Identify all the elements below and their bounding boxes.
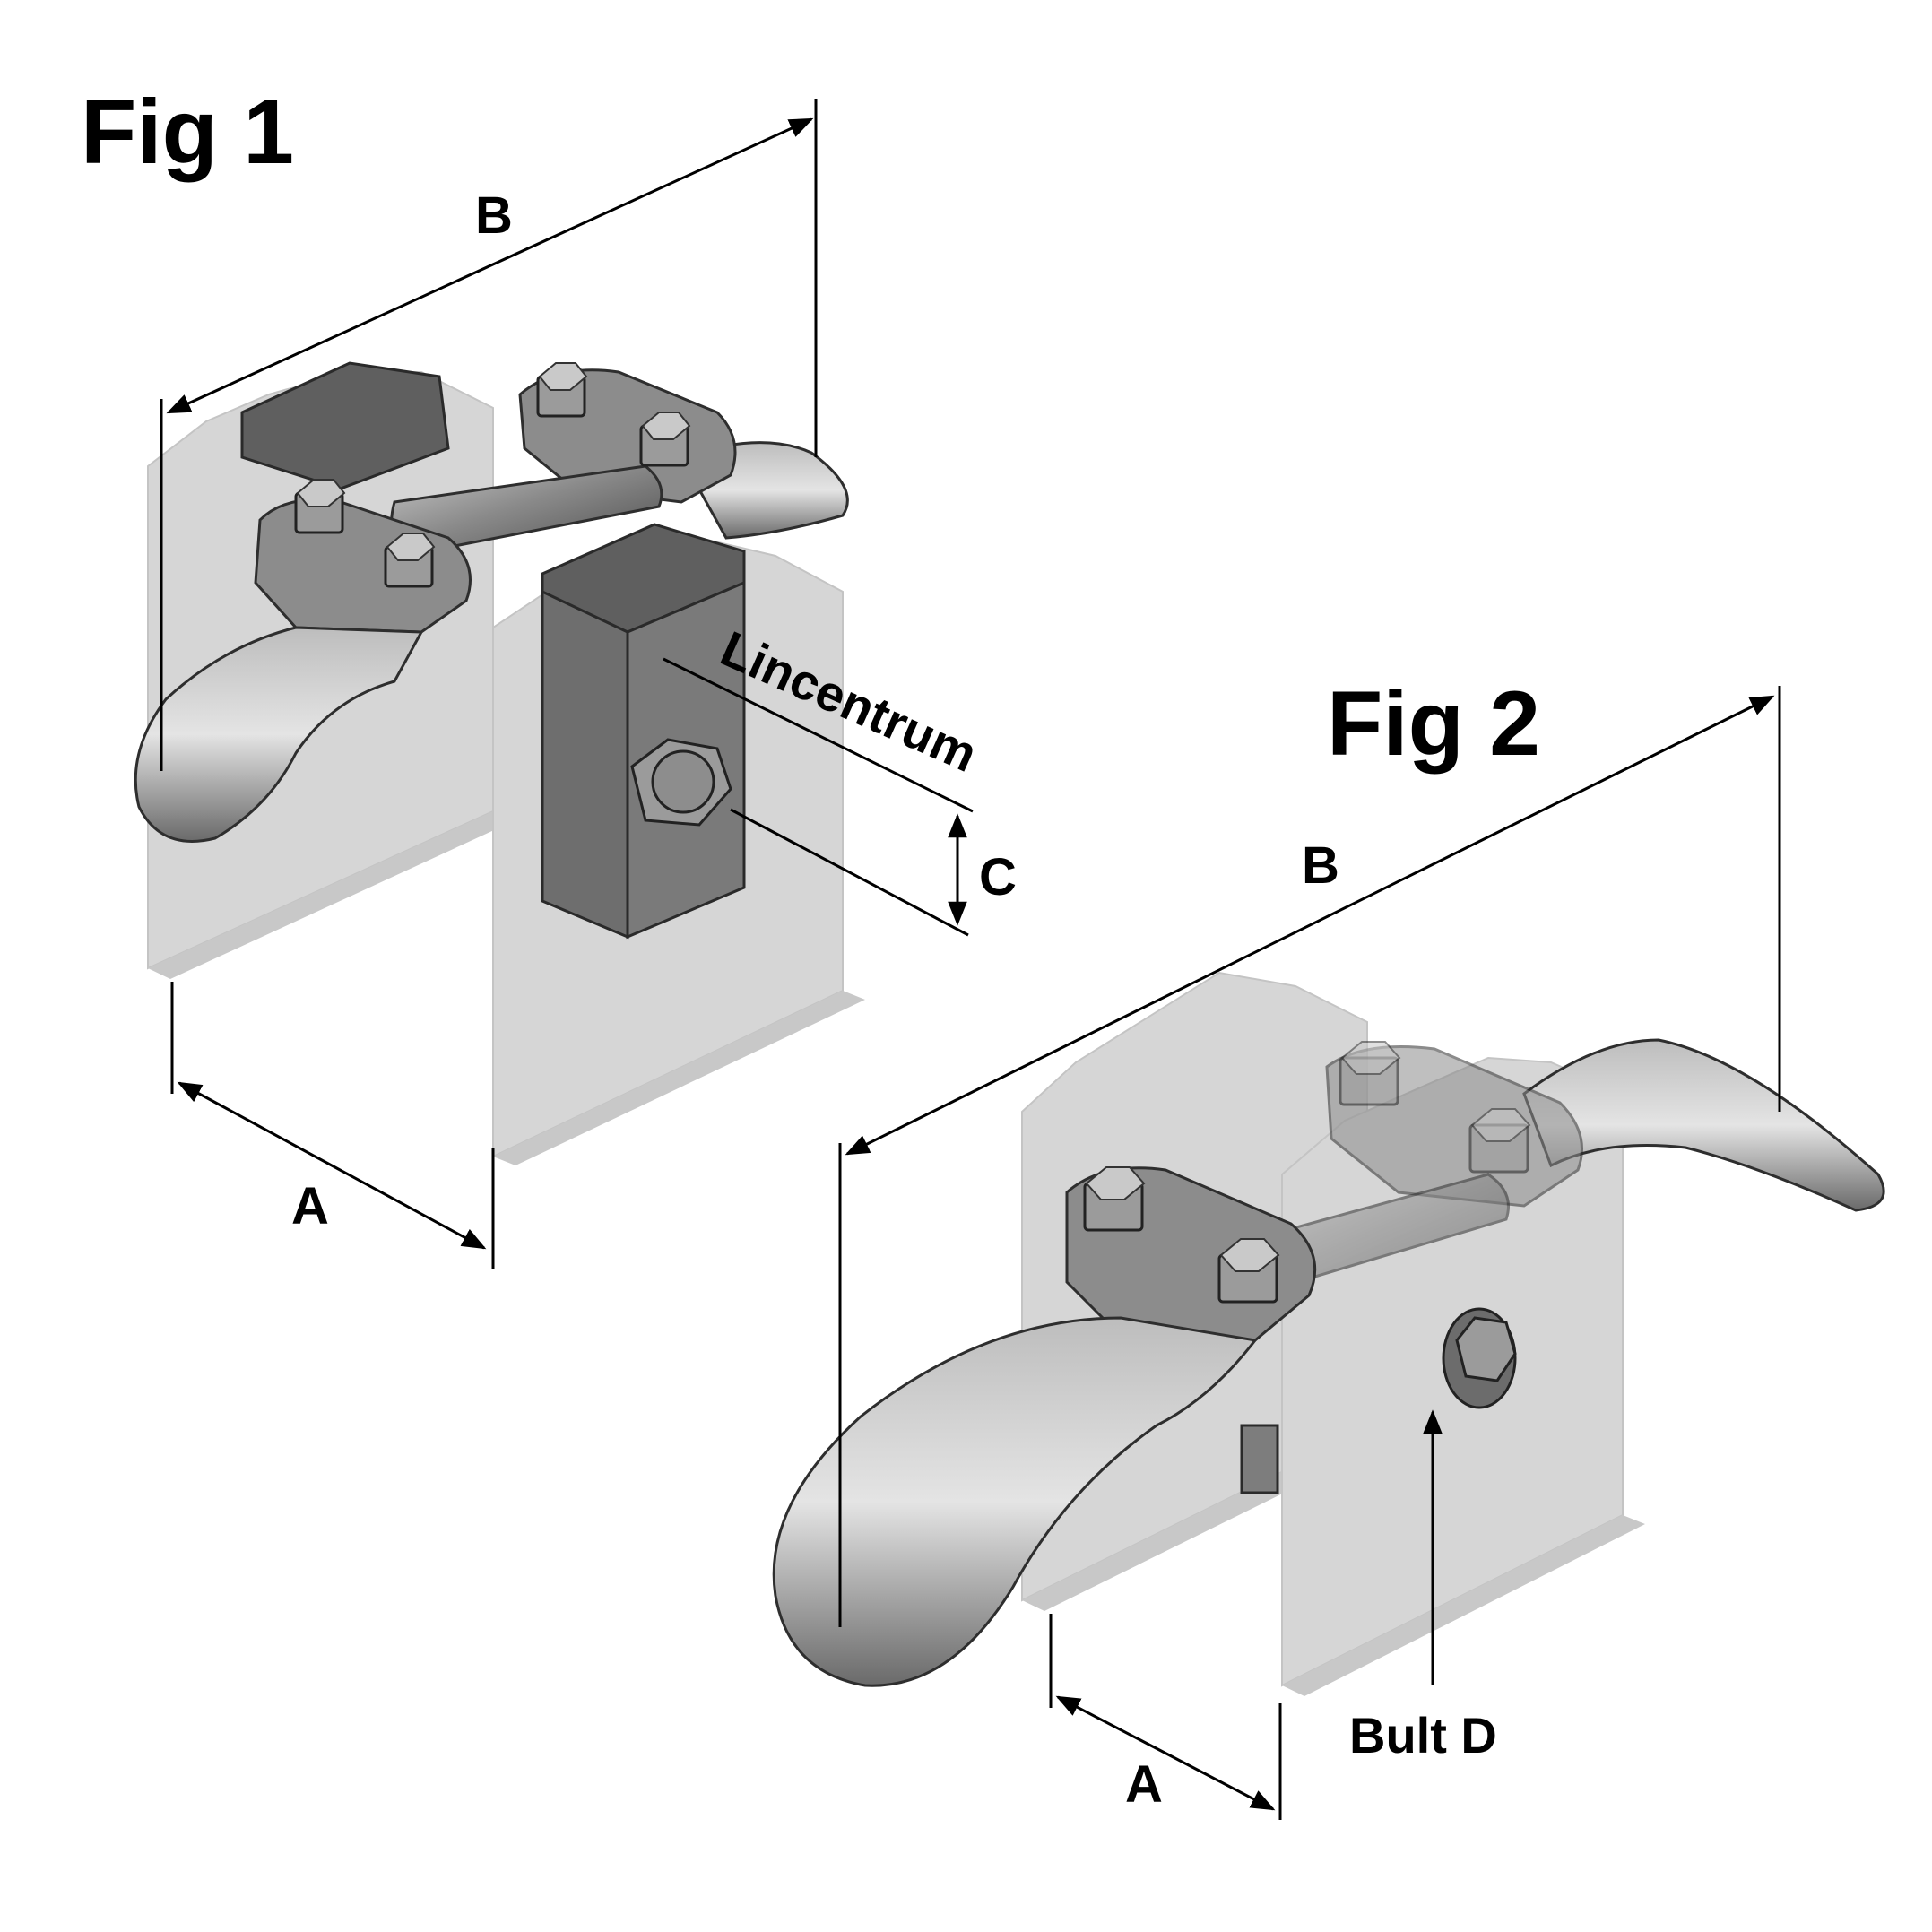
- figure-1-nut: [536, 362, 588, 418]
- figure-2-label-b: B: [1302, 836, 1339, 895]
- figure-1-nut: [639, 412, 691, 467]
- figure-1-nut: [294, 479, 346, 534]
- figure-2-left-horn: [772, 1316, 1258, 1687]
- figure-1: Fig 1: [81, 81, 1017, 1269]
- figure-2-nut: [1217, 1238, 1280, 1304]
- figure-2-nut: [1468, 1108, 1531, 1174]
- figure-1-nut: [384, 533, 436, 588]
- figure-2-nut: [1083, 1166, 1146, 1232]
- figure-1-left-horn: [134, 626, 424, 843]
- figure-2-bolt-d-callout: Bult D: [1349, 1409, 1497, 1763]
- figure-1-dimension-b: B: [160, 99, 818, 771]
- figure-2-title: Fig 2: [1327, 672, 1540, 775]
- figure-2-bolt-d-label: Bult D: [1349, 1707, 1497, 1763]
- figure-1-label-c: C: [979, 848, 1017, 906]
- figure-1-dimension-a: A: [170, 982, 495, 1269]
- figure-2: Fig 2: [772, 672, 1885, 1820]
- figure-2-pin: [1240, 1424, 1279, 1494]
- figure-1-label-b: B: [475, 186, 513, 245]
- figure-2-dimension-b: B: [838, 686, 1781, 1627]
- figure-2-nut: [1339, 1041, 1401, 1106]
- figure-1-title: Fig 1: [81, 81, 294, 183]
- figure-2-label-a: A: [1125, 1755, 1163, 1814]
- figure-1-label-a: A: [291, 1177, 329, 1235]
- figure-2-dimension-a: A: [1049, 1614, 1282, 1820]
- figure-2-bolt-d: [1442, 1307, 1517, 1409]
